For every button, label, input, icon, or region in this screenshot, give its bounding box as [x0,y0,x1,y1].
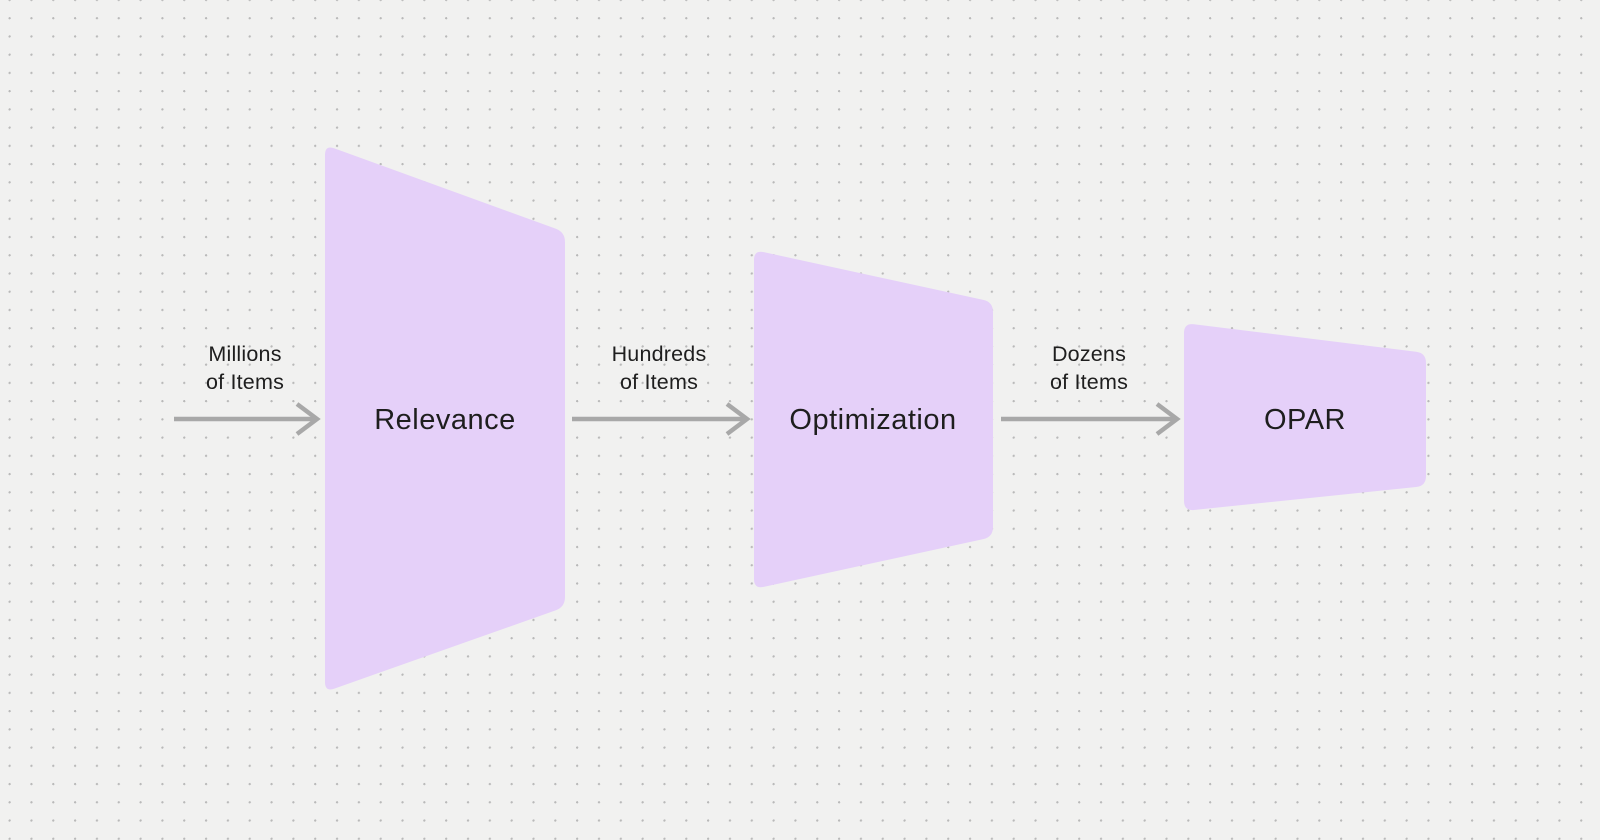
stage-shape-relevance [325,147,565,690]
flow-1-label-line-2: of Items [206,370,284,394]
flow-3: Dozens of Items [1001,342,1181,436]
flow-1-arrowhead-icon [295,402,321,436]
flow-3-arrowhead-icon [1155,402,1181,436]
flow-2: Hundreds of Items [572,342,751,436]
stage-opar: OPAR [1184,324,1426,511]
flow-3-label-line-1: Dozens [1052,342,1126,366]
flow-2-label-line-1: Hundreds [612,342,707,366]
flow-1: Millions of Items [174,342,321,436]
flow-3-label-line-2: of Items [1050,370,1128,394]
stage-shape-optimization [754,251,993,588]
stage-shape-opar [1184,324,1426,511]
stage-label-relevance: Relevance [374,404,516,436]
flow-1-label-line-1: Millions [208,342,281,366]
stage-label-optimization: Optimization [789,404,956,436]
flow-2-arrowhead-icon [725,402,751,436]
flow-2-label-line-2: of Items [620,370,698,394]
stage-label-opar: OPAR [1264,404,1346,436]
stage-relevance: Relevance [325,147,565,690]
stage-optimization: Optimization [754,251,993,588]
